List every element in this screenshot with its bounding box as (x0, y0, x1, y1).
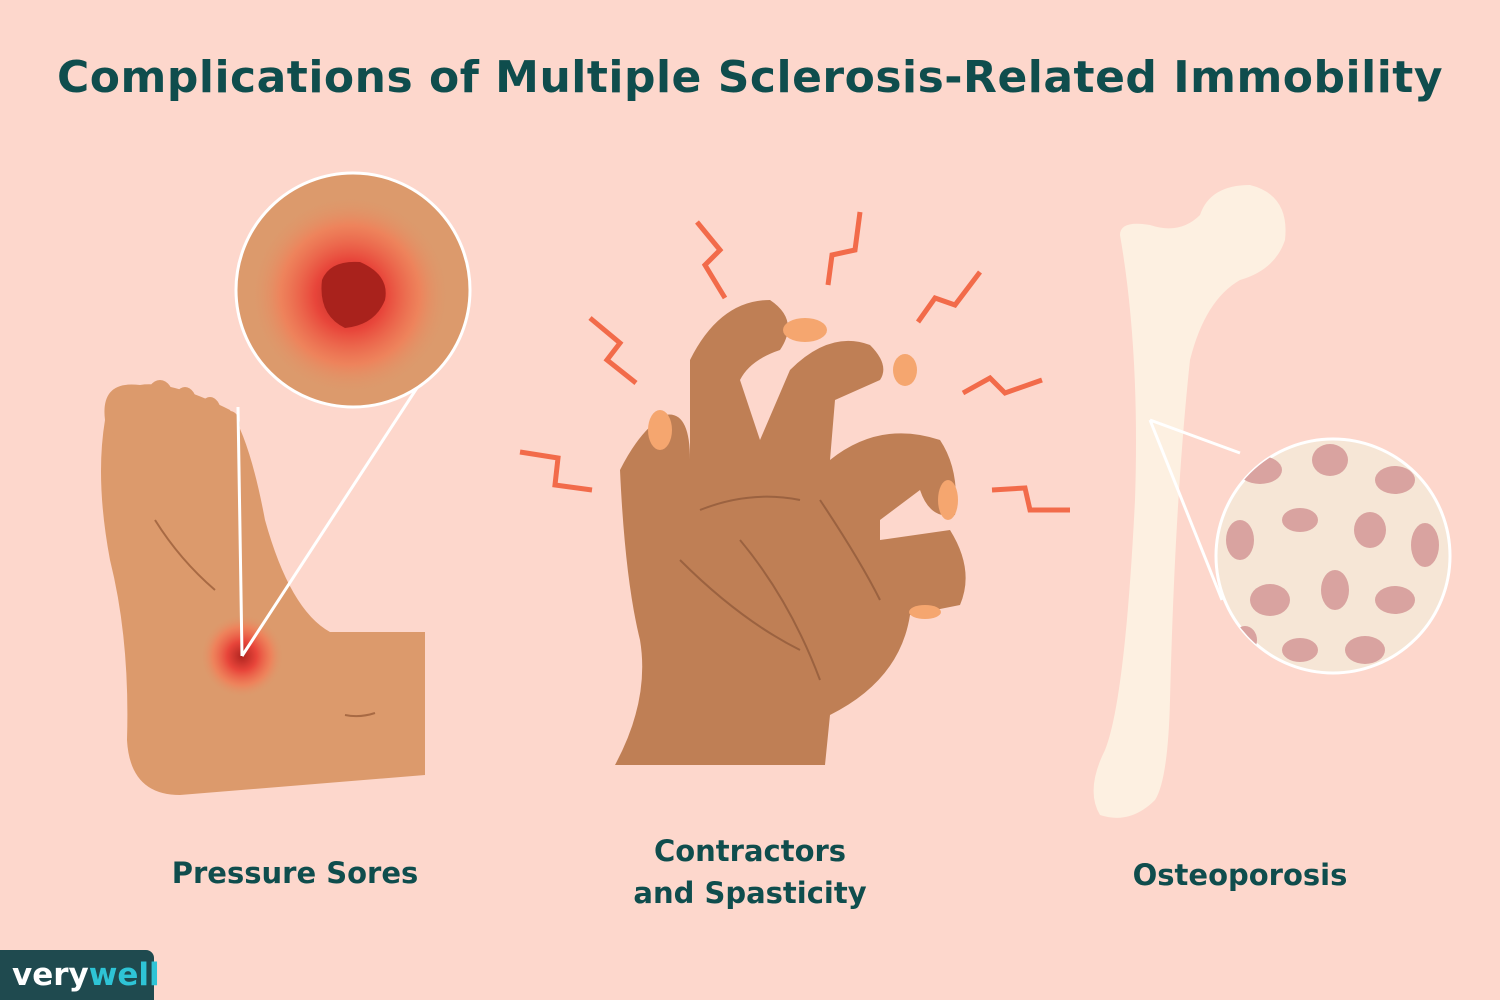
logo-part-very: very (12, 957, 89, 993)
caption-line-2: and Spasticity (633, 876, 867, 910)
caption-osteoporosis: Osteoporosis (1132, 858, 1348, 892)
hand-illustration (615, 300, 966, 765)
verywell-logo: verywell (0, 950, 160, 1000)
spasm-lines (519, 211, 1070, 513)
caption-pressure-sores: Pressure Sores (171, 856, 419, 890)
caption-line-1: Contractors (653, 834, 847, 868)
page-title: Complications of Multiple Sclerosis-Rela… (57, 52, 1443, 103)
bone-illustration (1093, 185, 1452, 818)
foot-illustration (101, 171, 472, 795)
caption-contractors-spasticity: Contractors and Spasticity (600, 830, 900, 914)
logo-part-well: well (88, 957, 160, 993)
